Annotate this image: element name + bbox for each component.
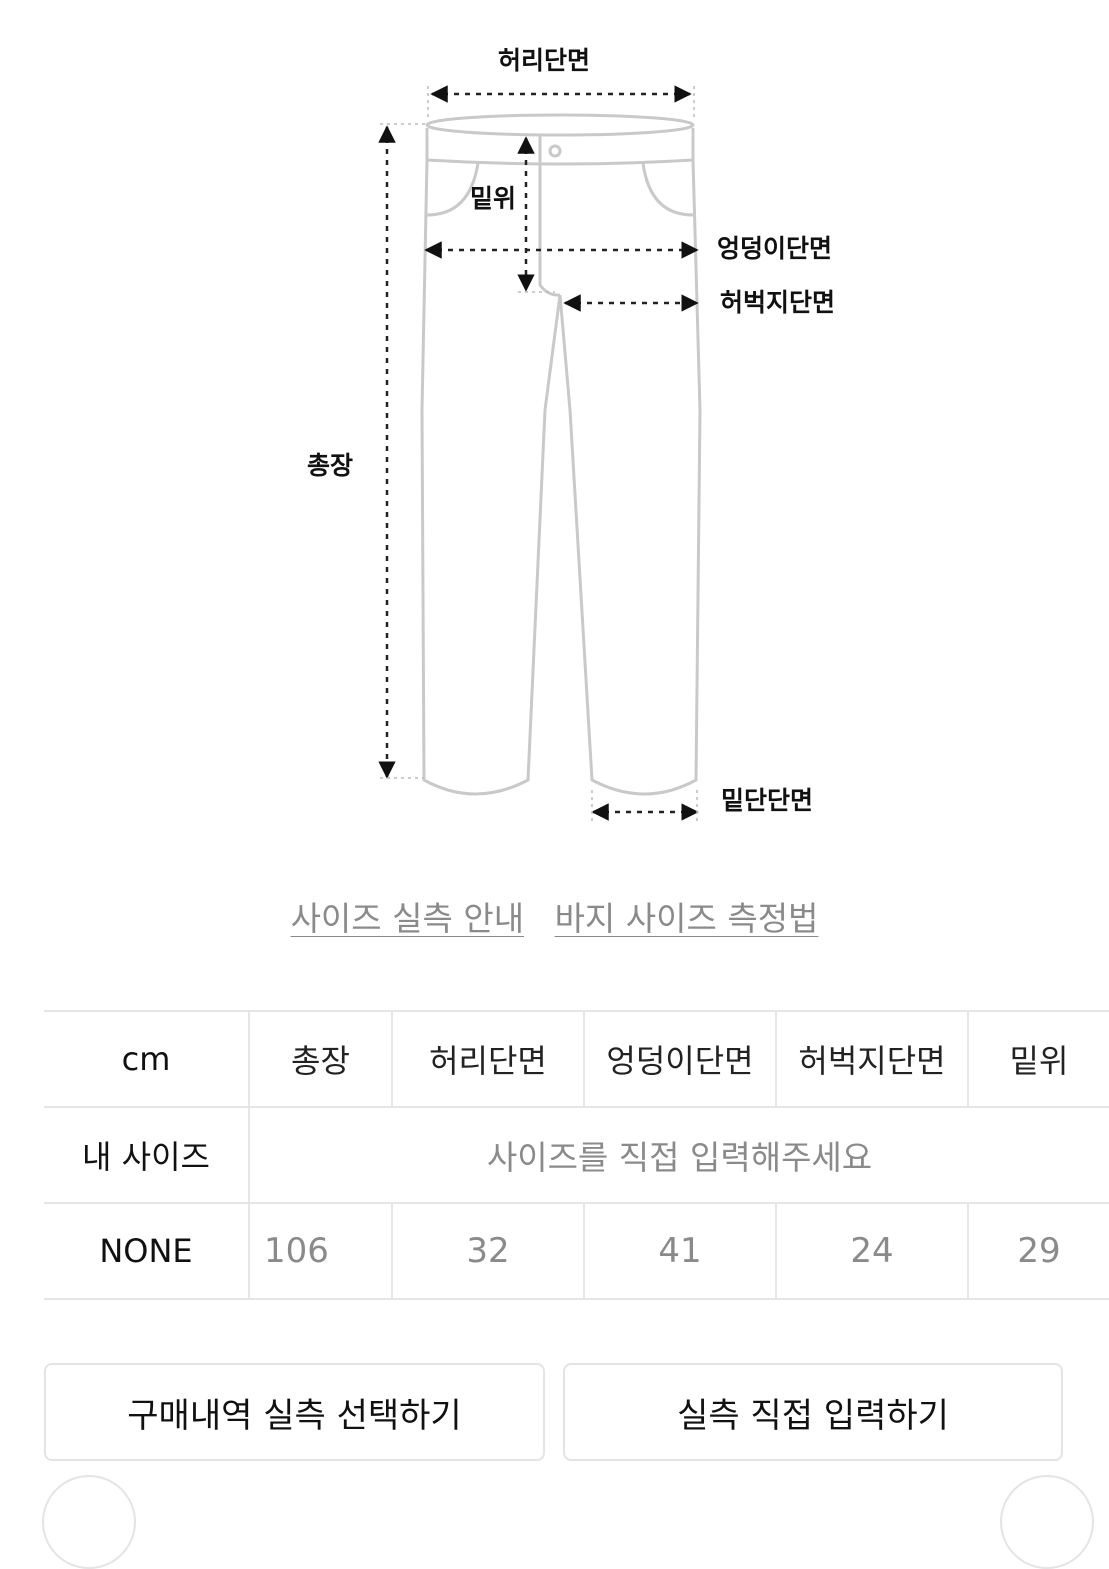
header-waist: 허리단면 bbox=[391, 1011, 584, 1107]
label-rise: 밑위 bbox=[470, 184, 517, 213]
guide-lines bbox=[380, 86, 698, 822]
scroll-button-right[interactable] bbox=[1000, 1475, 1094, 1569]
pants-measure-link[interactable]: 바지 사이즈 측정법 bbox=[554, 899, 819, 938]
value-rise: 29 bbox=[967, 1203, 1109, 1299]
size-guide-link[interactable]: 사이즈 실측 안내 bbox=[290, 899, 525, 938]
my-size-row: 내 사이즈 사이즈를 직접 입력해주세요 bbox=[44, 1107, 1109, 1203]
value-hip: 41 bbox=[583, 1203, 776, 1299]
size-table: cm 총장 허리단면 엉덩이단면 허벅지단면 밑위 내 사이즈 사이즈를 직접 … bbox=[44, 1010, 1109, 1300]
header-thigh: 허벅지단면 bbox=[775, 1011, 968, 1107]
select-purchase-button[interactable]: 구매내역 실측 선택하기 bbox=[44, 1363, 545, 1461]
pants-outline bbox=[420, 113, 702, 796]
guide-links: 사이즈 실측 안내 바지 사이즈 측정법 bbox=[0, 892, 1109, 940]
header-total-length: 총장 bbox=[248, 1011, 392, 1107]
my-size-input[interactable]: 사이즈를 직접 입력해주세요 bbox=[248, 1107, 1109, 1203]
pants-illustration bbox=[378, 85, 702, 822]
size-diagram: 허리단면 밑위 엉덩이단면 허벅지단면 총장 밑단단면 bbox=[307, 46, 836, 822]
unit-label: cm bbox=[121, 1040, 171, 1078]
my-size-label: 내 사이즈 bbox=[82, 1138, 210, 1176]
header-hip: 엉덩이단면 bbox=[583, 1011, 776, 1107]
value-total-length: 106 bbox=[248, 1203, 392, 1299]
header-rise: 밑위 bbox=[967, 1011, 1109, 1107]
label-total-length: 총장 bbox=[307, 451, 354, 480]
label-hip: 엉덩이단면 bbox=[717, 234, 833, 263]
label-waist: 허리단면 bbox=[498, 46, 591, 75]
label-thigh: 허벅지단면 bbox=[720, 288, 836, 317]
table-header-row: cm 총장 허리단면 엉덩이단면 허벅지단면 밑위 bbox=[44, 1011, 1109, 1107]
label-hem: 밑단단면 bbox=[721, 786, 814, 815]
measure-lines bbox=[378, 85, 699, 821]
table-row: NONE 106 32 41 24 29 bbox=[44, 1203, 1109, 1299]
scroll-button-left[interactable] bbox=[42, 1475, 136, 1569]
value-waist: 32 bbox=[391, 1203, 584, 1299]
size-name: NONE bbox=[99, 1232, 193, 1270]
direct-input-button[interactable]: 실측 직접 입력하기 bbox=[563, 1363, 1063, 1461]
value-thigh: 24 bbox=[775, 1203, 968, 1299]
